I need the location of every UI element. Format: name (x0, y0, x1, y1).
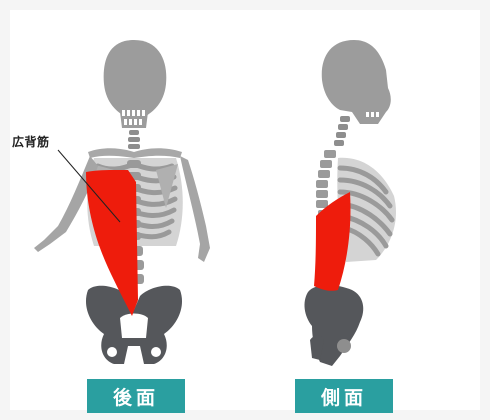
right-arm-back (180, 156, 210, 262)
back-view-label: 後面 (87, 379, 185, 413)
side-view-label: 側面 (295, 379, 393, 413)
skull-back (104, 40, 167, 116)
skull-side (322, 40, 391, 124)
muscle-callout-label: 広背筋 (12, 133, 50, 150)
